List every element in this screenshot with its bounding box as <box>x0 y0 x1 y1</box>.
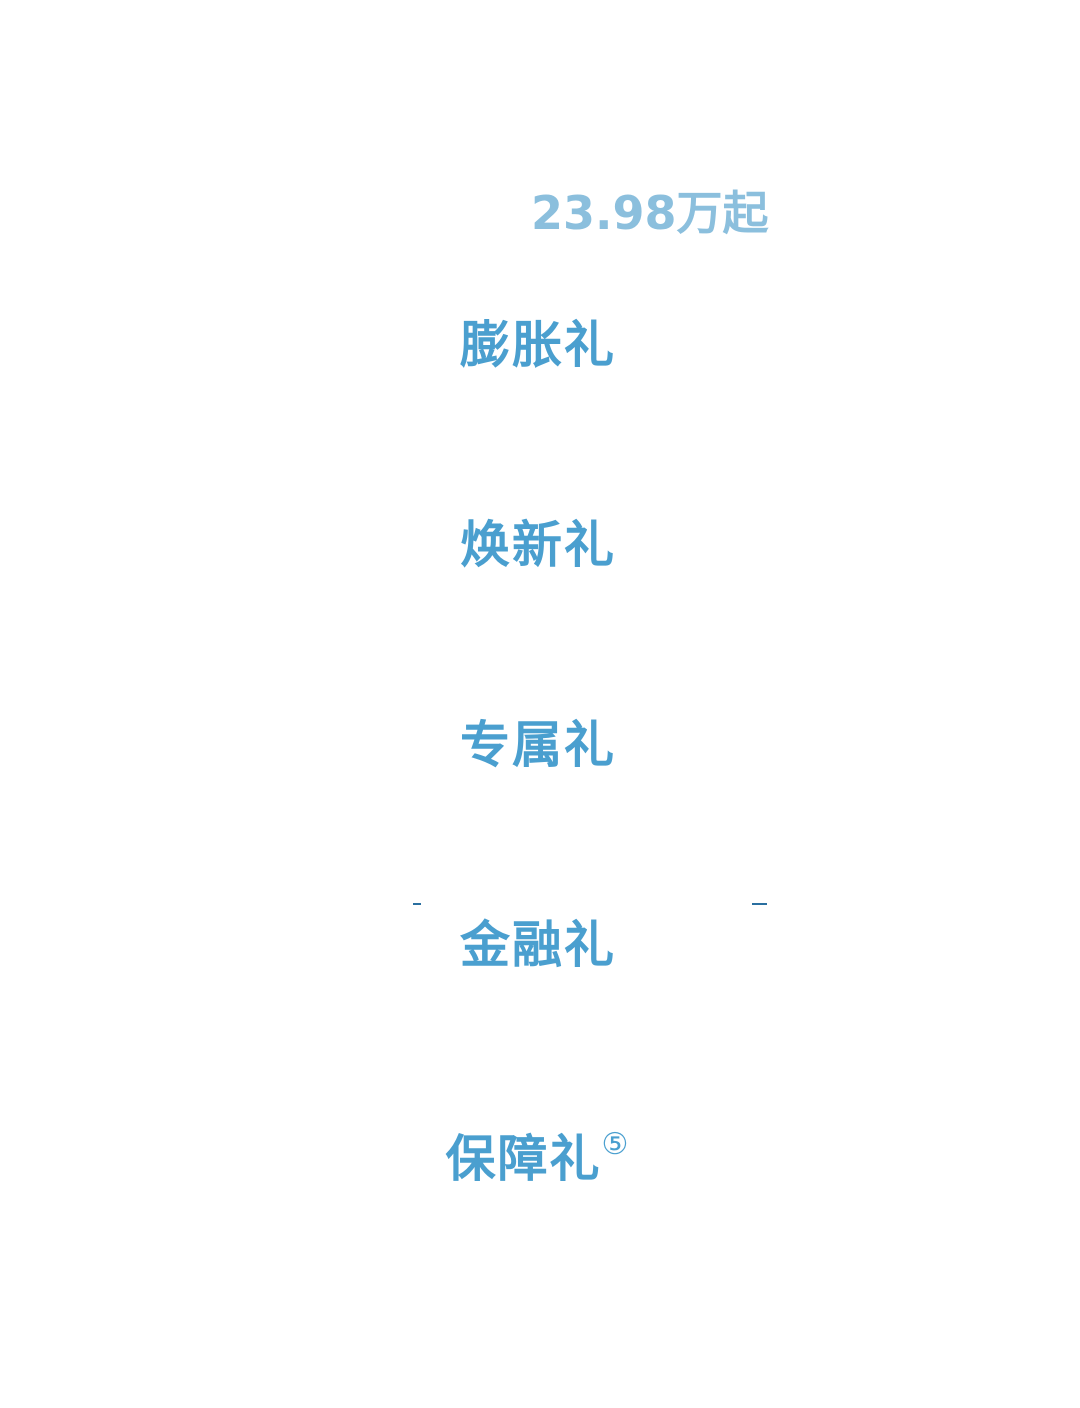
section-title-protection-gift: 保障礼⑤ <box>0 1115 1076 1189</box>
section-title-exclusive-gift: 专属礼 <box>460 716 616 774</box>
section-title-finance-gift: 金融礼 <box>460 916 616 974</box>
section-title-renewal-gift: 焕新礼 <box>460 516 616 574</box>
footnote-marker: ⑤ <box>601 1127 631 1162</box>
protection-title-text: 保障礼 <box>445 1130 602 1188</box>
starting-price: 23.98万起 <box>531 186 769 240</box>
section-title-expansion-gift: 膨胀礼 <box>460 316 616 374</box>
divider-right <box>752 903 767 905</box>
divider-left <box>413 903 421 905</box>
